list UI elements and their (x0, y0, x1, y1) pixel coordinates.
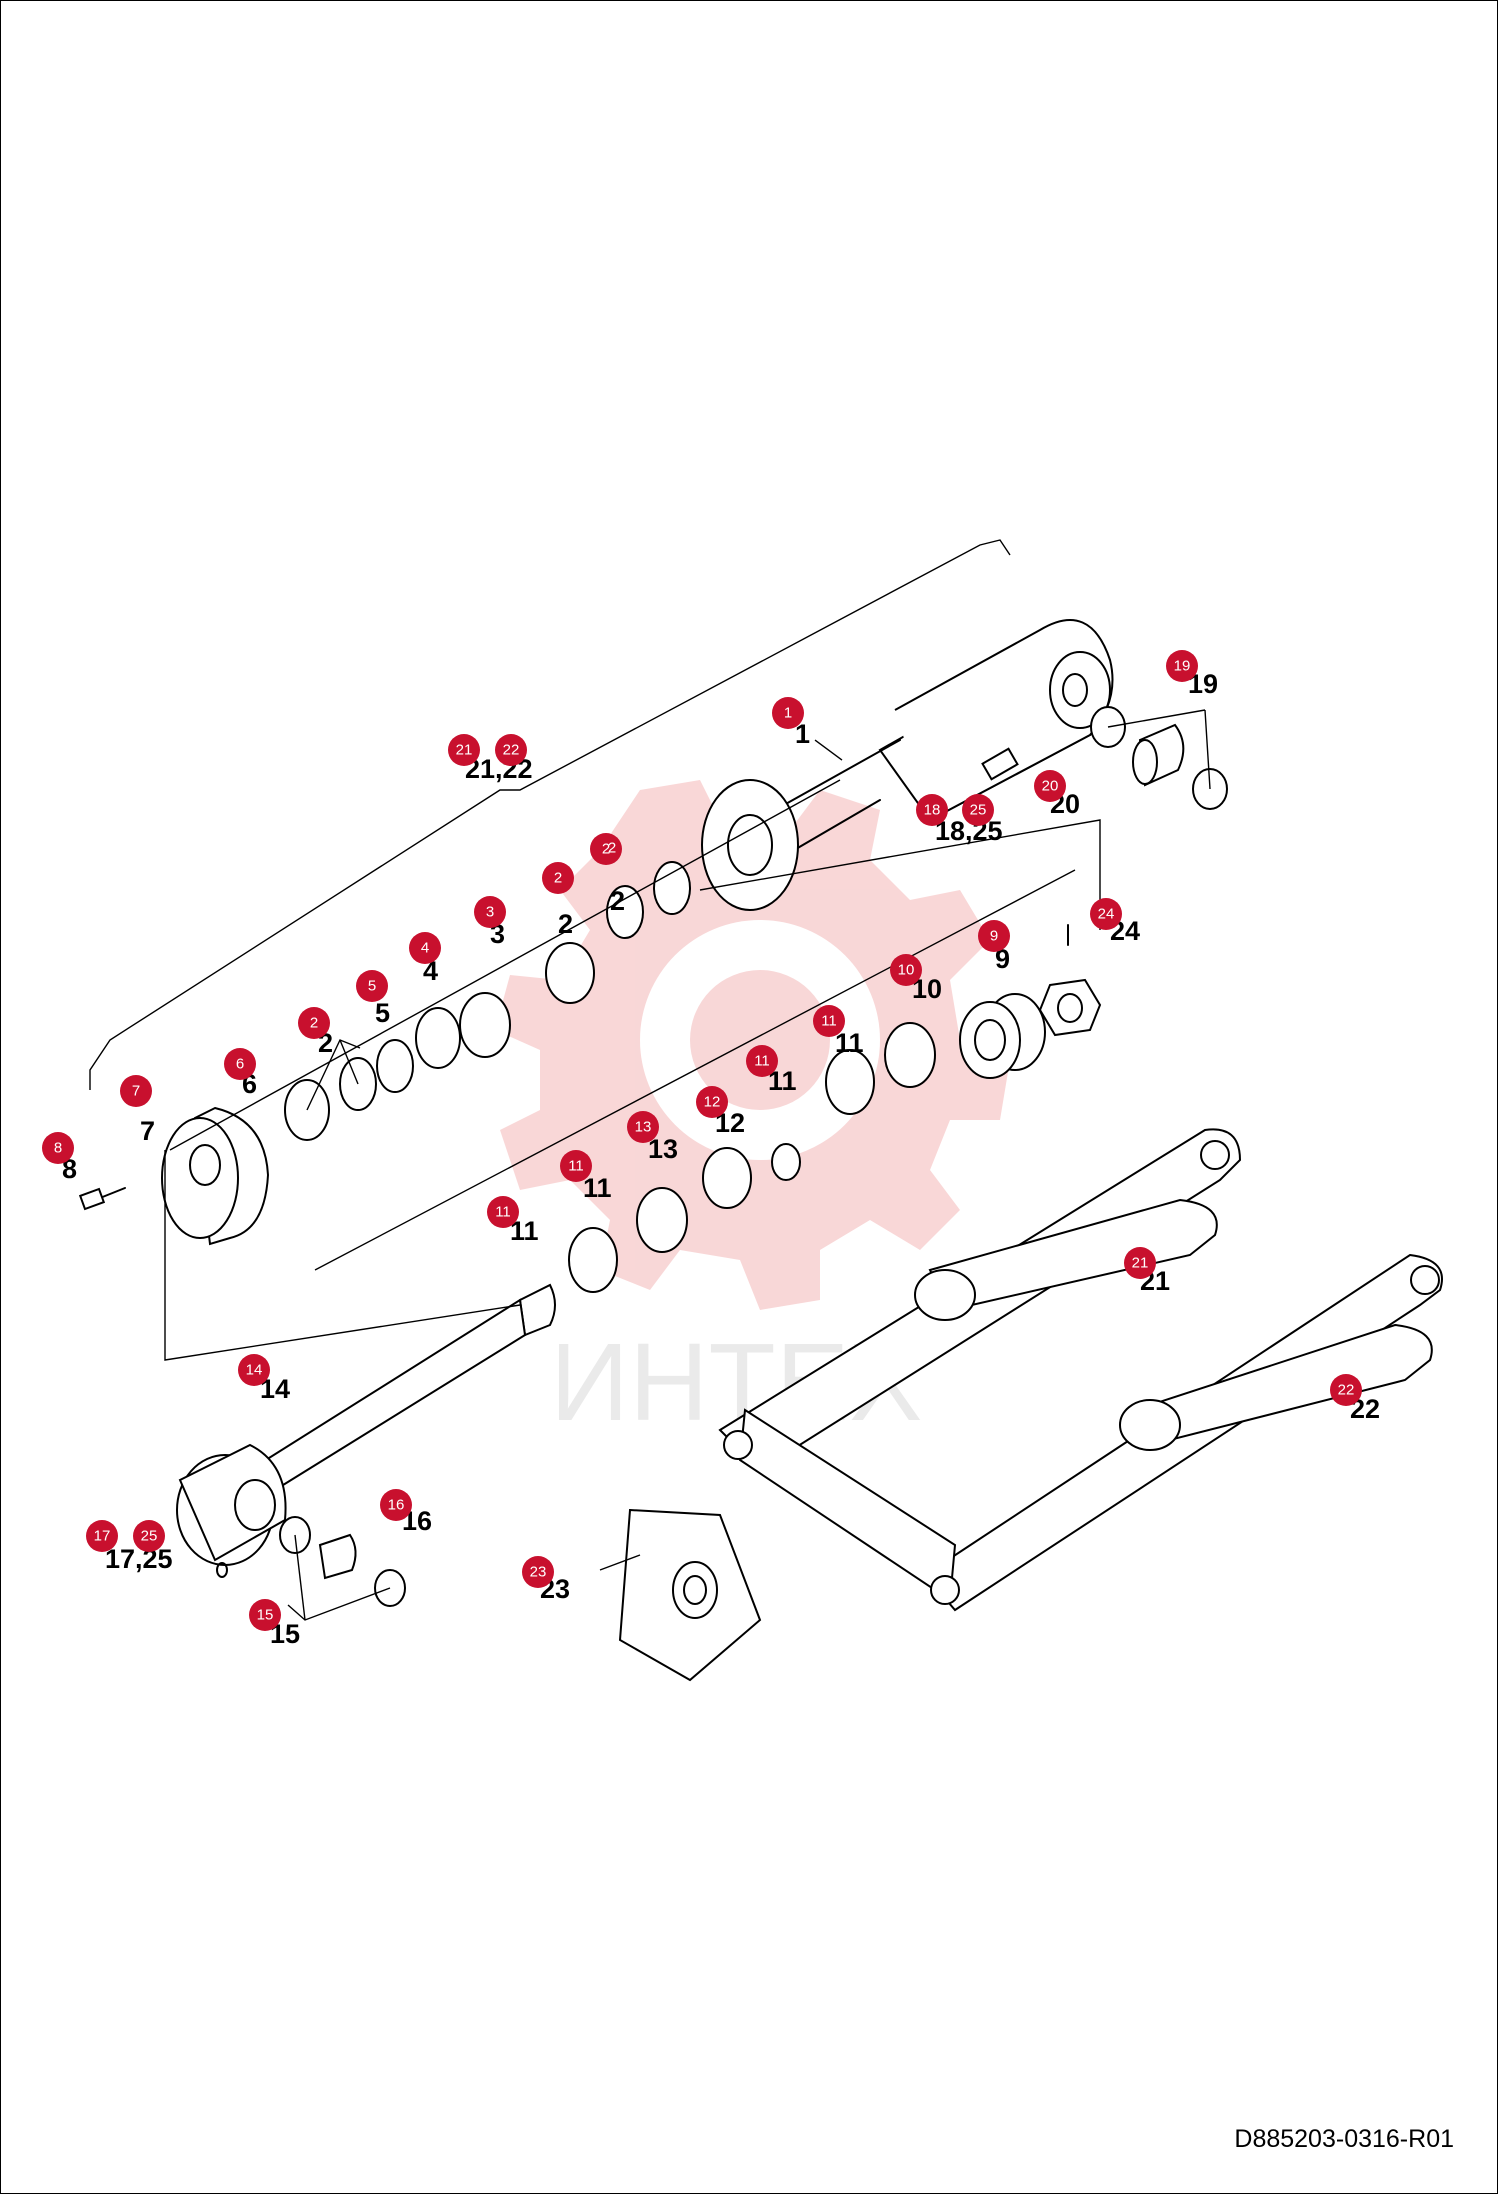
svg-text:25: 25 (970, 802, 987, 819)
label-11c: 11 (583, 1173, 612, 1203)
label-9: 9 (995, 944, 1010, 974)
document-id: D885203-0316-R01 (1234, 2125, 1454, 2153)
svg-text:2: 2 (608, 840, 616, 857)
badge-24: 24 (1090, 898, 1122, 930)
label-2b: 2 (558, 909, 573, 939)
badge-21-22b: 22 (495, 734, 527, 766)
svg-text:1: 1 (784, 705, 792, 722)
svg-text:20: 20 (1042, 778, 1059, 795)
badge-12: 12 (696, 1086, 728, 1118)
svg-text:17: 17 (94, 1528, 111, 1545)
svg-text:13: 13 (635, 1119, 652, 1136)
badge-22: 22 (1330, 1374, 1362, 1406)
badge-13: 13 (627, 1111, 659, 1143)
svg-text:14: 14 (246, 1362, 263, 1379)
badge-20: 20 (1034, 770, 1066, 802)
badge-11a: 11 (813, 1005, 845, 1037)
assembly-bracket (89, 539, 1011, 1090)
badge-11c: 11 (560, 1150, 592, 1182)
badge-8: 8 (42, 1132, 74, 1164)
badge-21-22a: 21 (448, 734, 480, 766)
svg-text:25: 25 (141, 1528, 158, 1545)
gland-head (78, 1106, 270, 1246)
piston-and-nut (959, 924, 1102, 1079)
head-seals-row (284, 861, 691, 1141)
svg-text:2: 2 (602, 841, 610, 858)
badge-16: 16 (380, 1489, 412, 1521)
svg-text:11: 11 (568, 1158, 584, 1175)
svg-text:2: 2 (310, 1015, 318, 1032)
badge-23: 23 (522, 1556, 554, 1588)
badge-21: 21 (1124, 1247, 1156, 1279)
leader-lines (287, 709, 1211, 1621)
badge-2d: 2 (608, 840, 616, 857)
svg-text:11: 11 (495, 1204, 511, 1221)
badge-17-25: 25 (133, 1520, 165, 1552)
badge-14: 14 (238, 1354, 270, 1386)
svg-text:4: 4 (421, 940, 429, 957)
svg-text:21: 21 (1132, 1255, 1149, 1272)
badge-1: 1 (772, 697, 804, 729)
badge-15: 15 (249, 1599, 281, 1631)
svg-text:21: 21 (456, 742, 473, 759)
badge-9: 9 (978, 920, 1010, 952)
svg-text:22: 22 (503, 742, 520, 759)
piston-rod (176, 1283, 556, 1607)
label-11a: 11 (835, 1028, 864, 1058)
svg-text:3: 3 (486, 904, 494, 921)
bushing-and-seals (1090, 706, 1228, 810)
callout-badges: 1 2 2 2 2 3 4 5 6 7 8 9 10 11 11 11 11 1… (42, 650, 1362, 1631)
badge-2b: 2 (542, 862, 574, 894)
svg-text:18: 18 (924, 802, 941, 819)
svg-text:22: 22 (1338, 1382, 1355, 1399)
svg-text:7: 7 (132, 1083, 140, 1100)
piston-seals-row (568, 1022, 936, 1293)
badge-10: 10 (890, 954, 922, 986)
svg-text:2: 2 (554, 870, 562, 887)
mount-bracket (618, 1508, 762, 1682)
svg-text:5: 5 (368, 978, 376, 995)
badge-18-25: 25 (962, 794, 994, 826)
badge-3: 3 (474, 896, 506, 928)
svg-text:8: 8 (54, 1140, 62, 1157)
label-2a: 2 (610, 886, 625, 916)
badge-6: 6 (224, 1048, 256, 1080)
badge-2a: 2 (590, 833, 622, 865)
badge-18: 18 (916, 794, 948, 826)
badge-11d: 11 (487, 1196, 519, 1228)
svg-text:12: 12 (704, 1094, 721, 1111)
center-lines (164, 779, 1101, 1361)
badge-7: 7 (120, 1075, 152, 1107)
svg-text:11: 11 (754, 1053, 770, 1070)
cylinder-tube (701, 619, 1114, 911)
svg-text:23: 23 (530, 1564, 547, 1581)
badge-2c: 2 (298, 1007, 330, 1039)
badge-17: 17 (86, 1520, 118, 1552)
badge-19: 19 (1166, 650, 1198, 682)
badge-5: 5 (356, 970, 388, 1002)
label-17-25: 17,25 (105, 1544, 173, 1574)
label-1: 1 (795, 719, 810, 749)
svg-text:11: 11 (821, 1013, 837, 1030)
label-7: 7 (140, 1116, 155, 1146)
grease-fitting (981, 747, 1019, 781)
svg-text:10: 10 (898, 962, 915, 979)
badge-4: 4 (409, 932, 441, 964)
loader-arm-frame (718, 1128, 1443, 1612)
svg-text:15: 15 (257, 1607, 274, 1624)
badge-11b: 11 (746, 1045, 778, 1077)
svg-text:19: 19 (1174, 658, 1191, 675)
svg-text:9: 9 (990, 928, 998, 945)
label-5: 5 (375, 998, 390, 1028)
svg-text:6: 6 (236, 1056, 244, 1073)
svg-text:24: 24 (1098, 906, 1115, 923)
svg-text:16: 16 (388, 1497, 405, 1514)
